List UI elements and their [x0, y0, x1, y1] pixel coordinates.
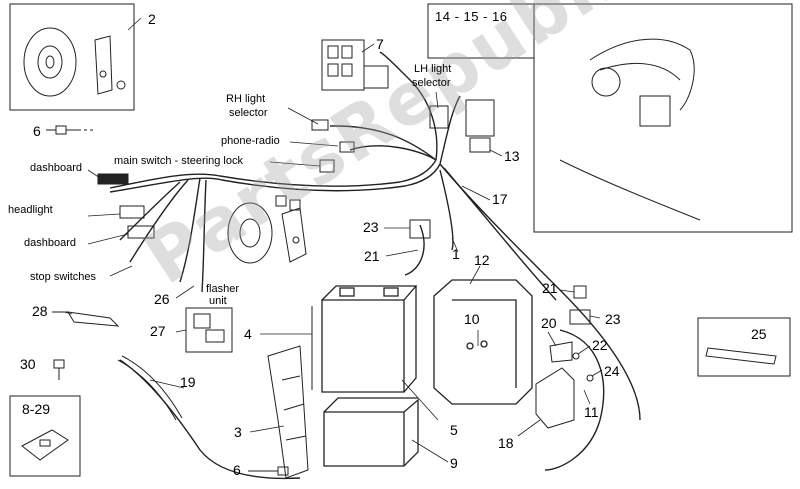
callout-11: 11: [584, 404, 599, 420]
callout-19: 19: [180, 374, 196, 390]
callout-26: 26: [154, 291, 170, 307]
box-label-8-29: 8-29: [22, 401, 51, 417]
screw-part-30: [53, 359, 65, 380]
callout-7: 7: [376, 36, 384, 52]
phone-radio-label: phone-radio: [221, 135, 280, 147]
screw-part-6-bottom: [248, 466, 289, 476]
flasher-label-1: flasher: [206, 283, 240, 295]
flasher-unit-part-27: [185, 307, 233, 353]
callout-5: 5: [450, 422, 458, 438]
kit-harness-sketch: [559, 38, 701, 221]
callout-12: 12: [474, 252, 490, 268]
inset-box-8-29: [9, 395, 81, 477]
headlight-label: headlight: [8, 204, 53, 216]
strap-part-19: [117, 355, 183, 421]
cover-part-18: [535, 367, 575, 429]
harness-connectors: [97, 119, 431, 239]
callout-23-left: 23: [363, 219, 379, 235]
horn-main: [227, 202, 307, 264]
battery-box-part-12: [433, 279, 533, 405]
wiring-harness: [109, 51, 641, 480]
callout-22: 22: [592, 337, 608, 353]
callout-13: 13: [504, 148, 520, 164]
dashboard-label-mid: dashboard: [24, 237, 76, 249]
lh-light-label-2: selector: [412, 77, 451, 89]
inset-box-kit: [533, 3, 793, 233]
flasher-label-2: unit: [209, 295, 227, 307]
callout-23-right: 23: [605, 311, 621, 327]
callout-6-top: 6: [33, 123, 41, 139]
inset-box-25: [697, 317, 791, 377]
battery-part-5: [321, 285, 418, 393]
leader-lines: [63, 17, 603, 463]
connector-part-13: [429, 99, 495, 153]
callout-27: 27: [150, 323, 166, 339]
callout-2: 2: [148, 11, 156, 27]
callout-20: 20: [541, 315, 557, 331]
callout-17: 17: [492, 191, 508, 207]
rh-light-label-1: RH light: [226, 93, 266, 105]
inset-box-horn: [9, 3, 135, 111]
callout-6-bottom: 6: [233, 462, 241, 478]
cover-part-3: [267, 345, 309, 479]
callout-28: 28: [32, 303, 48, 319]
callout-4: 4: [244, 326, 252, 342]
clip-part-8-29: [21, 429, 69, 461]
callout-3: 3: [234, 424, 242, 440]
battery-tray-part-9: [323, 397, 419, 467]
callout-1: 1: [452, 246, 460, 262]
callout-10: 10: [464, 311, 480, 327]
callout-30: 30: [20, 356, 36, 372]
screw-part-6-top: [46, 125, 96, 135]
horn-part-2: [23, 27, 126, 97]
dashboard-label-top: dashboard: [30, 162, 82, 174]
callout-25: 25: [751, 326, 767, 342]
rh-light-label-2: selector: [229, 107, 268, 119]
tape-part-25: [705, 347, 777, 365]
fuse-box-part-7: [321, 39, 389, 91]
kit-box-label: 14 - 15 - 16: [435, 9, 508, 24]
lh-light-label-1: LH light: [414, 63, 452, 75]
callout-21-right: 21: [542, 280, 558, 296]
stop-switches-label: stop switches: [30, 271, 97, 283]
bracket-part-28: [52, 311, 120, 327]
main-switch-label: main switch - steering lock: [114, 155, 243, 167]
bracket-parts-20-24: [549, 341, 594, 382]
callout-18: 18: [498, 435, 514, 451]
callout-21-left: 21: [364, 248, 380, 264]
callout-9: 9: [450, 455, 458, 471]
callout-24: 24: [604, 363, 620, 379]
